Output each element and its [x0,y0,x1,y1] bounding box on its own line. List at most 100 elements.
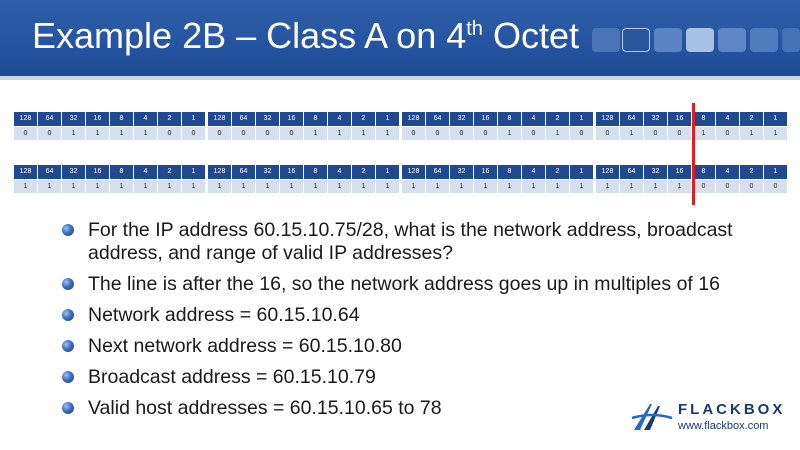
bit-value-cell: 1 [182,179,206,193]
title-superscript: th [466,18,483,40]
bit-header-cell: 8 [498,165,522,179]
bit-header-cell: 8 [304,165,328,179]
bullet-list: For the IP address 60.15.10.75/28, what … [60,219,780,428]
bit-value-cell: 1 [134,126,158,140]
bit-value-cell: 0 [38,126,62,140]
bit-header-cell: 4 [522,165,546,179]
bullet-text: For the IP address 60.15.10.75/28, what … [88,219,733,264]
bit-header-cell: 2 [740,165,764,179]
bit-value-cell: 0 [256,126,280,140]
bit-header-cell: 1 [182,112,206,126]
bit-value-cell: 1 [86,126,110,140]
bullet-text: Network address = 60.15.10.64 [88,304,360,326]
bit-value-cell: 1 [352,126,376,140]
bit-header-cell: 16 [474,112,498,126]
bullet-icon [62,371,74,383]
bit-value-cell: 0 [14,126,38,140]
logo-url: www.flackbox.com [678,420,769,432]
bit-value-cell: 0 [426,126,450,140]
bullet-item: Next network address = 60.15.10.80 [60,335,780,358]
bit-header-cell: 64 [38,112,62,126]
bit-header-cell: 128 [208,112,232,126]
bit-header-cell: 128 [14,165,38,179]
bit-value-cell: 1 [328,126,352,140]
bit-value-cell: 0 [208,126,232,140]
bit-value-cell: 1 [232,179,256,193]
bit-value-cell: 0 [450,126,474,140]
bit-value-cell: 1 [474,179,498,193]
bit-header-cell: 32 [644,165,668,179]
bit-value-cell: 1 [110,126,134,140]
bit-value-cell: 1 [450,179,474,193]
bit-header-cell: 1 [764,165,788,179]
bit-header-cell: 128 [402,165,426,179]
bit-value-cell: 0 [522,126,546,140]
bit-value-cell: 1 [570,179,594,193]
bit-header-cell: 1 [570,165,594,179]
bit-value-cell: 1 [498,179,522,193]
title-main: Example 2B – Class A on 4 [32,15,467,56]
bit-value-cell: 1 [62,126,86,140]
bullet-icon [62,278,74,290]
bit-value-cell: 1 [110,179,134,193]
bit-value-cell: 1 [546,126,570,140]
bit-value-cell: 0 [740,179,764,193]
bit-value-cell: 1 [280,179,304,193]
bit-header-cell: 128 [14,112,38,126]
bit-value-cell: 0 [716,126,740,140]
bit-header-cell: 128 [596,165,620,179]
bit-value-cell: 0 [716,179,740,193]
bit-value-cell: 0 [280,126,304,140]
bit-header-cell: 2 [546,165,570,179]
bit-header-cell: 1 [182,165,206,179]
bit-header-cell: 64 [426,112,450,126]
bullet-item: The line is after the 16, so the network… [60,273,780,296]
bit-value-cell: 0 [232,126,256,140]
bit-header-cell: 32 [450,112,474,126]
header-strip [0,76,800,80]
bullet-item: Broadcast address = 60.15.10.79 [60,366,780,389]
bit-header-cell: 4 [522,112,546,126]
bit-header-cell: 32 [62,165,86,179]
bit-header-cell: 32 [450,165,474,179]
bit-value-cell: 1 [352,179,376,193]
bit-header-cell: 1 [376,165,400,179]
logo-name: FLACKBOX [678,401,786,418]
flackbox-logo: FLACKBOX www.flackbox.com [628,398,788,438]
bit-value-cell: 0 [182,126,206,140]
bit-value-cell: 0 [644,126,668,140]
bit-value-cell: 1 [668,179,692,193]
bit-header-cell: 128 [402,112,426,126]
bit-header-cell: 128 [596,112,620,126]
bit-header-cell: 32 [256,165,280,179]
bit-value-cell: 0 [596,126,620,140]
bit-value-cell: 0 [402,126,426,140]
bit-header-cell: 16 [668,165,692,179]
slide-title: Example 2B – Class A on 4th Octet [32,12,579,60]
bit-value-cell: 0 [668,126,692,140]
bit-header-cell: 2 [158,112,182,126]
bullet-text: Valid host addresses = 60.15.10.65 to 78 [88,397,442,419]
bit-value-cell: 1 [256,179,280,193]
bit-value-cell: 1 [376,126,400,140]
bit-header-cell: 32 [62,112,86,126]
bit-value-cell: 1 [426,179,450,193]
bullet-item: Network address = 60.15.10.64 [60,304,780,327]
bit-header-cell: 64 [620,112,644,126]
bit-value-cell: 0 [692,179,716,193]
bit-value-cell: 0 [158,126,182,140]
bit-header-cell: 2 [740,112,764,126]
bit-value-cell: 1 [376,179,400,193]
bit-header-cell: 8 [110,165,134,179]
bullet-text: Next network address = 60.15.10.80 [88,335,402,357]
bit-value-cell: 1 [522,179,546,193]
bit-value-cell: 1 [38,179,62,193]
bit-header-cell: 4 [328,165,352,179]
bit-header-cell: 4 [134,165,158,179]
bit-header-cell: 1 [570,112,594,126]
